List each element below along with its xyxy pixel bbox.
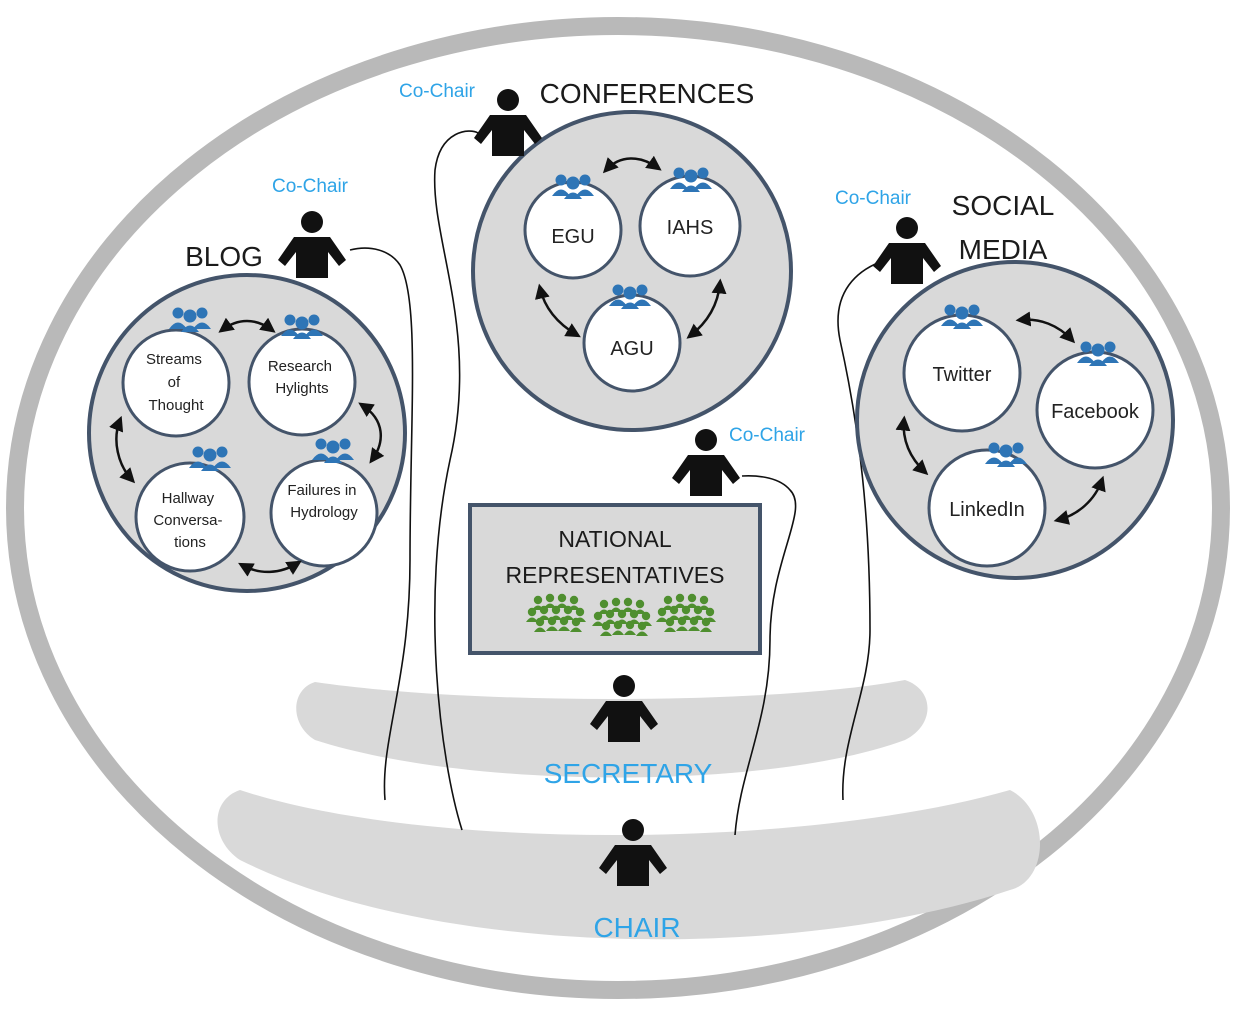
person-icon xyxy=(672,429,740,496)
group-icon xyxy=(189,446,231,471)
group-icon xyxy=(985,442,1027,467)
person-icon xyxy=(474,89,542,156)
group-icon xyxy=(169,307,211,332)
blog-group: Streams of Thought Research Hylights Hal… xyxy=(87,273,407,593)
double-arrow xyxy=(686,278,727,339)
conferences-title: CONFERENCES xyxy=(540,78,755,109)
member-label-iahs: IAHS xyxy=(667,217,714,239)
member-circle-streams xyxy=(121,328,231,438)
double-arrow xyxy=(895,415,929,476)
crowd-icon xyxy=(526,593,586,632)
national-title-line2: REPRESENTATIVES xyxy=(506,562,725,588)
blog-title: BLOG xyxy=(185,241,263,272)
person-icon xyxy=(599,819,667,886)
person-icon xyxy=(873,217,941,284)
group-icon xyxy=(609,284,651,309)
member-circle-linkedin xyxy=(927,448,1047,568)
social-media-title-line2: MEDIA xyxy=(959,234,1048,265)
person-icon xyxy=(278,211,346,278)
connector-lines xyxy=(349,130,881,836)
group-icon xyxy=(281,314,323,339)
double-arrow xyxy=(1015,311,1076,344)
co-chair-conferences: Co-Chair xyxy=(399,81,476,102)
member-label-research: Research Hylights xyxy=(268,358,336,397)
social-media-group: Twitter Facebook LinkedIn xyxy=(855,260,1175,580)
co-chair-social: Co-Chair xyxy=(835,188,912,209)
secretary-label: SECRETARY xyxy=(544,758,713,789)
outer-boundary xyxy=(6,17,1230,999)
group-icon xyxy=(670,167,712,192)
national-title-line1: NATIONAL xyxy=(558,526,672,552)
conferences-group: EGU IAHS AGU xyxy=(471,110,793,432)
double-arrow xyxy=(238,560,302,577)
double-arrow xyxy=(535,283,581,338)
member-label-twitter: Twitter xyxy=(933,364,992,386)
co-chair-national: Co-Chair xyxy=(729,425,806,446)
double-arrow xyxy=(358,402,385,464)
member-label-agu: AGU xyxy=(610,338,653,360)
member-label-facebook: Facebook xyxy=(1051,401,1140,423)
member-label-egu: EGU xyxy=(551,226,594,248)
double-arrow xyxy=(218,317,276,333)
co-chair-blog: Co-Chair xyxy=(272,176,349,197)
crowd-icon xyxy=(656,593,716,632)
double-arrow xyxy=(109,415,136,484)
group-icon xyxy=(552,174,594,199)
group-icon xyxy=(941,304,983,329)
member-label-streams: Streams of Thought xyxy=(146,351,206,414)
person-icon xyxy=(590,675,658,742)
group-icon xyxy=(1077,341,1119,366)
chair-label: CHAIR xyxy=(593,912,680,943)
member-label-failures: Failures in Hydrology xyxy=(287,482,360,521)
social-media-title-line1: SOCIAL xyxy=(952,190,1055,221)
national-representatives-box: NATIONAL REPRESENTATIVES xyxy=(468,503,762,655)
double-arrow xyxy=(602,155,662,174)
group-icon xyxy=(312,438,354,463)
member-circle-hallway xyxy=(134,461,246,573)
crowd-icon xyxy=(592,597,652,636)
member-label-hallway: Hallway Conversa- tions xyxy=(153,490,226,551)
member-label-linkedin: LinkedIn xyxy=(949,499,1025,521)
double-arrow xyxy=(1053,475,1106,525)
